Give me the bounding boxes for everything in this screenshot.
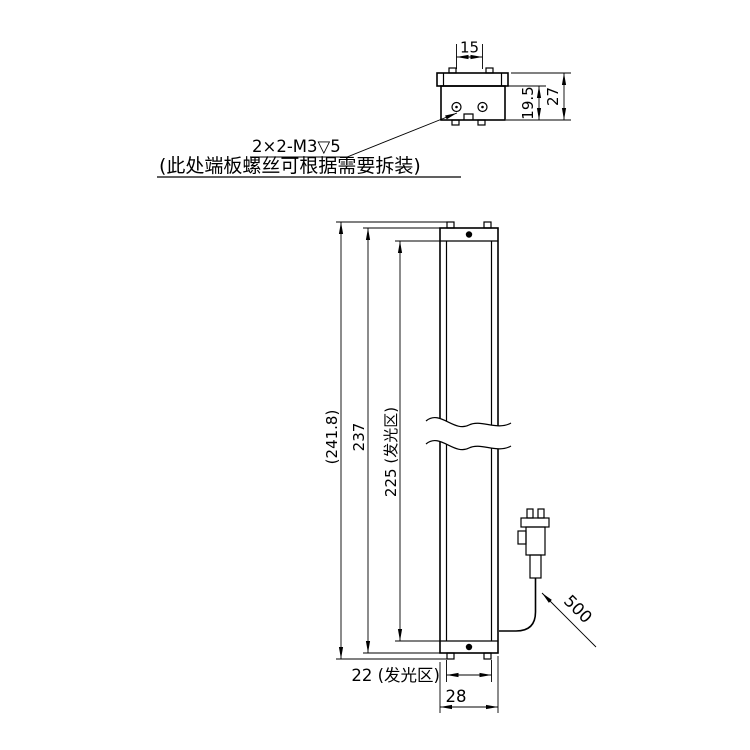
thread-callout-label: 2×2-M3▽5 xyxy=(252,137,341,156)
thread-note-label: (此处端板螺丝可根据需要拆装) xyxy=(159,155,421,177)
front-top-tab-left xyxy=(446,221,455,229)
cable-assembly: 500 xyxy=(499,508,597,648)
section-dimensions: 15 19.5 27 xyxy=(456,39,571,121)
dim-cable-length-label: 500 xyxy=(560,591,596,627)
connector-flange xyxy=(520,517,550,528)
section-bottom-tab-right xyxy=(477,119,486,126)
break-mask xyxy=(426,417,511,450)
dim-body-width-label: 28 xyxy=(446,687,467,706)
cable-length-leader xyxy=(541,592,597,648)
front-bottom-tab-left xyxy=(446,652,455,660)
screw-hole-left xyxy=(451,101,462,113)
leader-line xyxy=(250,112,458,158)
dim-glow-width-label: 22 (发光区) xyxy=(351,666,440,685)
section-top-plate xyxy=(436,72,509,87)
front-view xyxy=(425,221,512,660)
screw-hole-right xyxy=(477,101,488,113)
dim-body-length-label: 237 xyxy=(350,423,368,452)
connector-body xyxy=(525,526,546,556)
bottom-end-screw xyxy=(465,643,473,651)
front-bottom-tab-right xyxy=(483,652,492,660)
section-center-slot xyxy=(463,113,474,120)
dim-overall-label: (241.8) xyxy=(323,410,341,465)
dim-glow-length-label: 225 (发光区) xyxy=(382,407,400,497)
connector-pin-right xyxy=(537,508,545,519)
connector-latch xyxy=(517,530,527,545)
break-line-bottom xyxy=(425,440,512,451)
connector-pin-left xyxy=(526,508,534,519)
cross-section-view xyxy=(436,67,509,126)
cable-wire xyxy=(499,578,537,632)
top-end-screw xyxy=(465,231,473,238)
thread-callout-group: 2×2-M3▽5 (此处端板螺丝可根据需要拆装) xyxy=(157,112,461,178)
break-line-top xyxy=(425,417,512,428)
dim-15-label: 15 xyxy=(460,39,479,57)
front-dimensions: (241.8) 237 225 (发光区) 22 (发光区) 28 xyxy=(323,221,499,713)
connector-boot xyxy=(529,554,542,579)
dim-19-5-label: 19.5 xyxy=(519,86,537,119)
front-top-tab-right xyxy=(483,221,492,229)
section-bottom-tab-left xyxy=(451,119,460,126)
dim-27-label: 27 xyxy=(544,87,562,106)
